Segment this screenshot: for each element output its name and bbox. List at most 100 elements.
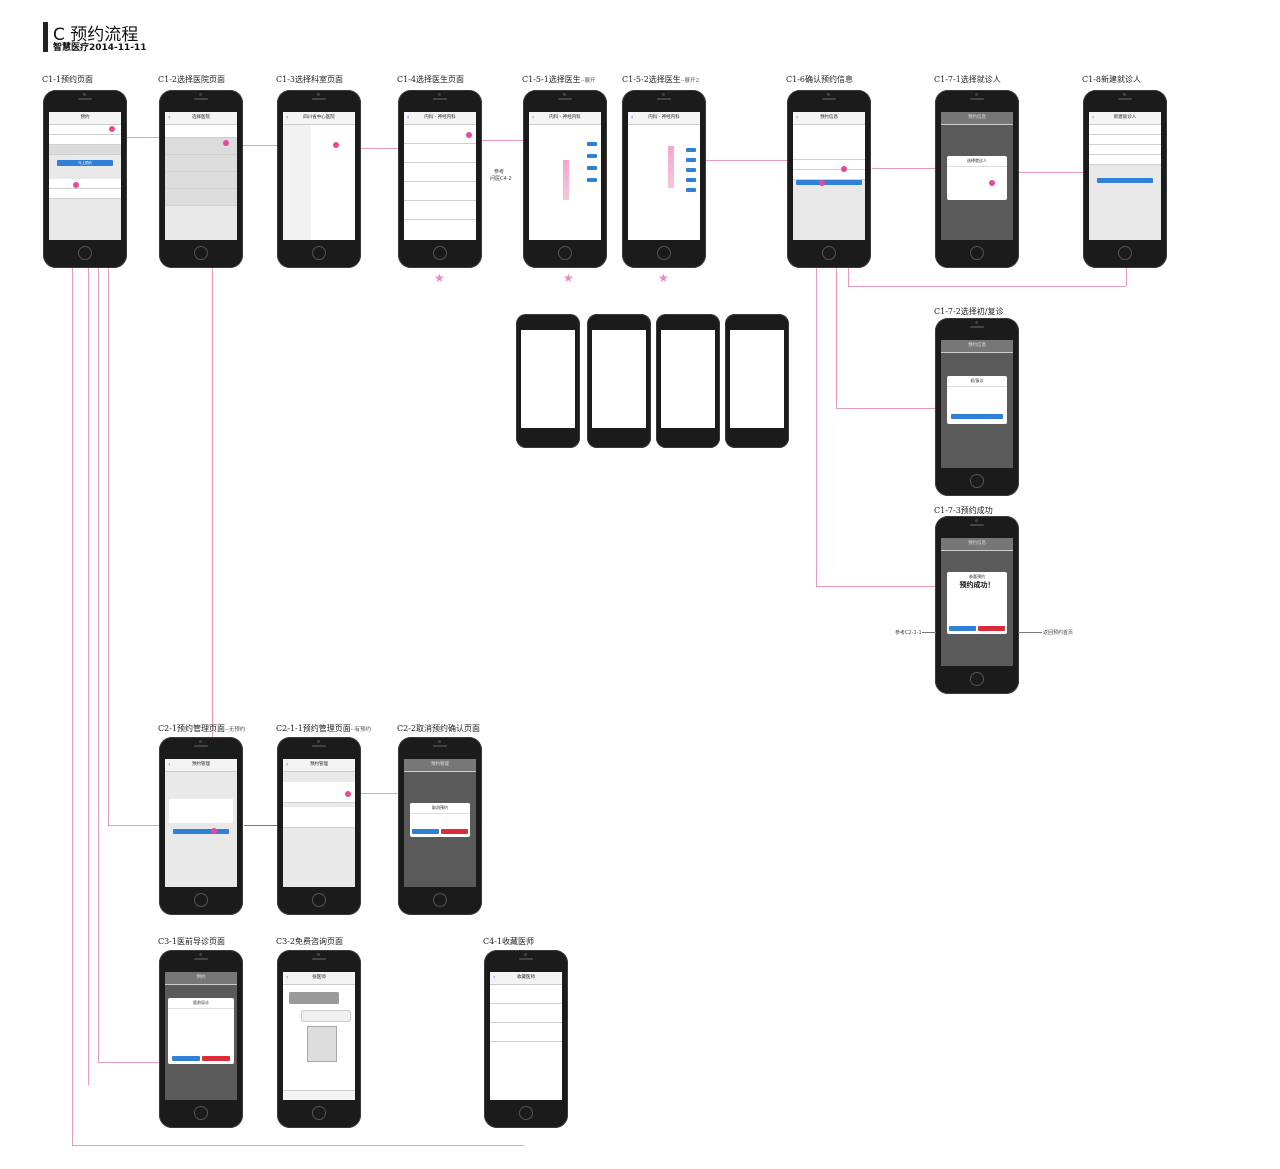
- ok-button[interactable]: [172, 1056, 200, 1061]
- phone-c1-6: ‹ 预约信息: [787, 90, 871, 268]
- list-item[interactable]: [49, 189, 121, 199]
- home-button[interactable]: [194, 1106, 208, 1120]
- camera: [199, 953, 202, 956]
- camera: [975, 519, 978, 522]
- back-icon[interactable]: ‹: [168, 761, 171, 768]
- back-icon[interactable]: ‹: [286, 974, 289, 981]
- back-icon[interactable]: ‹: [286, 761, 289, 768]
- form-field[interactable]: [1089, 125, 1161, 135]
- home-button[interactable]: [558, 246, 572, 260]
- nav-bar: ‹选择医院: [165, 112, 237, 125]
- list-item[interactable]: [165, 189, 237, 206]
- department-column[interactable]: [283, 125, 311, 240]
- slot-button[interactable]: [587, 154, 597, 158]
- confirm-button[interactable]: [951, 414, 1003, 419]
- home-button[interactable]: [194, 246, 208, 260]
- back-icon[interactable]: ‹: [532, 114, 535, 121]
- home-button[interactable]: [822, 246, 836, 260]
- tap-marker: [989, 180, 995, 186]
- phone-c2-2: 预约管理 取消预约: [398, 737, 482, 915]
- nav-bar: 预约: [165, 972, 237, 985]
- keep-button[interactable]: [412, 829, 439, 834]
- book-now-button[interactable]: 马上预约: [57, 160, 113, 166]
- booking-card[interactable]: [283, 807, 355, 828]
- doctor-row[interactable]: [490, 985, 562, 1004]
- home-button[interactable]: [519, 1106, 533, 1120]
- home-button[interactable]: [433, 246, 447, 260]
- slot-button[interactable]: [686, 148, 696, 152]
- slot-button[interactable]: [686, 178, 696, 182]
- home-button[interactable]: [970, 672, 984, 686]
- home-button[interactable]: [970, 474, 984, 488]
- doctor-row[interactable]: [404, 125, 476, 144]
- camera: [83, 93, 86, 96]
- confirm-button[interactable]: [796, 180, 862, 185]
- slot-button[interactable]: [587, 178, 597, 182]
- slot-button[interactable]: [587, 142, 597, 146]
- nav-title: 预约信息: [968, 541, 986, 546]
- list-item[interactable]: [165, 125, 237, 138]
- list-item[interactable]: [793, 170, 865, 180]
- nav-bar: 预约: [49, 112, 121, 125]
- list-item[interactable]: [49, 135, 121, 145]
- doctor-row[interactable]: [404, 201, 476, 220]
- slot-button[interactable]: [686, 168, 696, 172]
- list-item[interactable]: [49, 179, 121, 189]
- doctor-row[interactable]: [404, 163, 476, 182]
- home-button[interactable]: [1118, 246, 1132, 260]
- back-icon[interactable]: ‹: [493, 974, 496, 981]
- flow-line: [108, 825, 160, 826]
- flow-line: [816, 586, 936, 587]
- list-item[interactable]: [49, 125, 121, 135]
- screen: ‹新建就诊人: [1089, 112, 1161, 240]
- home-button[interactable]: [78, 246, 92, 260]
- home-button[interactable]: [657, 246, 671, 260]
- doctor-row[interactable]: [490, 1023, 562, 1042]
- phone-expand-1: [516, 314, 580, 448]
- home-button[interactable]: [194, 893, 208, 907]
- back-icon[interactable]: ‹: [168, 114, 171, 121]
- slot-button[interactable]: [587, 166, 597, 170]
- back-icon[interactable]: ‹: [1092, 114, 1095, 121]
- flow-line: [127, 137, 160, 138]
- nav-title: 预约管理: [310, 762, 328, 767]
- list-item[interactable]: [165, 138, 237, 155]
- cancel-button[interactable]: [202, 1056, 230, 1061]
- back-icon[interactable]: ‹: [286, 114, 289, 121]
- nav-title: 预约信息: [820, 115, 838, 120]
- confirm-cancel-button[interactable]: [441, 829, 468, 834]
- form-field[interactable]: [1089, 155, 1161, 165]
- back-icon[interactable]: ‹: [407, 114, 410, 121]
- flow-line: [1126, 268, 1127, 286]
- screen-label-text: C2-1-1预约管理页面: [276, 724, 351, 733]
- back-icon[interactable]: ‹: [631, 114, 634, 121]
- list-item[interactable]: [793, 160, 865, 170]
- page-subtitle: 智慧医疗2014-11-11: [53, 43, 147, 53]
- doctor-row[interactable]: [490, 1004, 562, 1023]
- home-button[interactable]: [433, 893, 447, 907]
- doctor-row[interactable]: [404, 144, 476, 163]
- form-field[interactable]: [1089, 145, 1161, 155]
- nav-bar: 预约信息: [941, 112, 1013, 125]
- slot-button[interactable]: [686, 188, 696, 192]
- list-item[interactable]: [165, 172, 237, 189]
- nav-bar: ‹新建就诊人: [1089, 112, 1161, 125]
- home-button[interactable]: [970, 246, 984, 260]
- booking-card[interactable]: [283, 782, 355, 803]
- cancel-dialog: 取消预约: [410, 803, 470, 837]
- view-booking-button[interactable]: [949, 626, 976, 631]
- message-input[interactable]: [283, 1090, 355, 1100]
- book-now-button[interactable]: [173, 829, 229, 834]
- list-item[interactable]: [165, 155, 237, 172]
- doctor-row[interactable]: [404, 182, 476, 201]
- back-icon[interactable]: ‹: [796, 114, 799, 121]
- home-button[interactable]: [312, 1106, 326, 1120]
- speaker: [970, 326, 984, 328]
- home-button[interactable]: [312, 246, 326, 260]
- back-home-button[interactable]: [978, 626, 1005, 631]
- home-button[interactable]: [312, 893, 326, 907]
- form-field[interactable]: [1089, 135, 1161, 145]
- screen: [730, 330, 784, 428]
- save-button[interactable]: [1097, 178, 1153, 183]
- slot-button[interactable]: [686, 158, 696, 162]
